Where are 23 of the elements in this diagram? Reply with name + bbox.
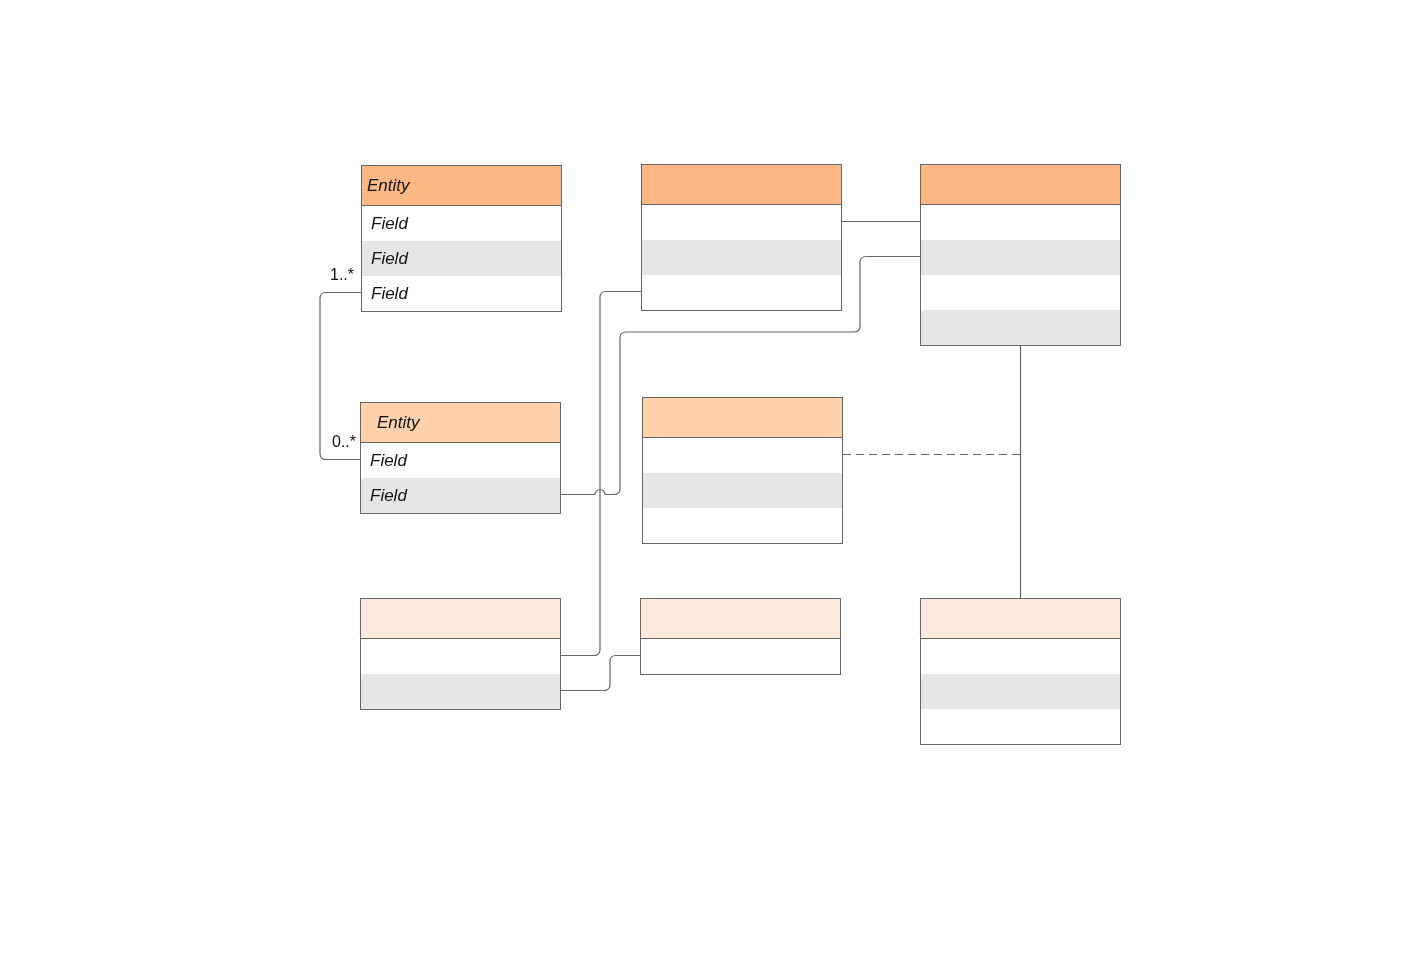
connector-line bbox=[560, 290, 642, 657]
field-name: Field bbox=[371, 213, 408, 234]
entity-table bbox=[920, 598, 1121, 745]
entity-table bbox=[360, 402, 561, 514]
field-name: Field bbox=[370, 485, 407, 506]
entity-table bbox=[361, 165, 562, 312]
entity-table bbox=[920, 164, 1121, 346]
entity-table bbox=[641, 164, 842, 311]
connector-line bbox=[560, 654, 641, 692]
multiplicity-label: 0..* bbox=[332, 433, 356, 451]
connector-line bbox=[841, 220, 921, 223]
multiplicity-label: 1..* bbox=[330, 266, 354, 284]
field-name: Field bbox=[371, 248, 408, 269]
connector-line bbox=[560, 255, 921, 496]
entity-name: Entity bbox=[367, 175, 410, 196]
entity-table bbox=[640, 598, 841, 675]
entity-table bbox=[360, 598, 561, 710]
field-name: Field bbox=[370, 450, 407, 471]
dashed-connector bbox=[842, 453, 1021, 456]
connector-line bbox=[319, 291, 362, 461]
entity-table bbox=[642, 397, 843, 544]
entity-name: Entity bbox=[377, 412, 420, 433]
field-name: Field bbox=[371, 283, 408, 304]
